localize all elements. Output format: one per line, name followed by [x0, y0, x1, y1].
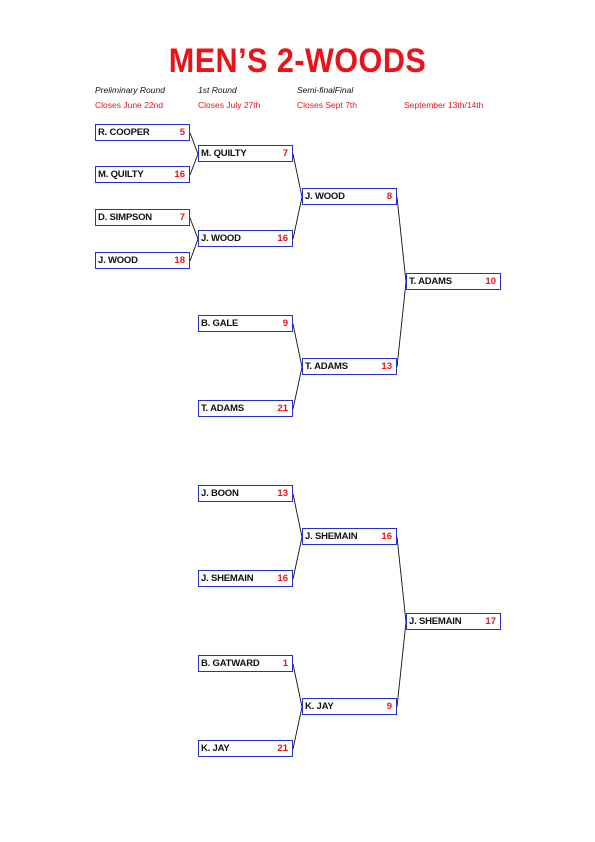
- player-name: J. SHEMAIN: [305, 531, 358, 542]
- player-name: J. WOOD: [98, 255, 138, 266]
- player-name: J. SHEMAIN: [409, 616, 462, 627]
- player-name: B. GALE: [201, 318, 239, 329]
- match-entry-first-round: J. BOON 13: [198, 485, 293, 502]
- round-name-preliminary: Preliminary Round: [95, 85, 165, 95]
- match-entry-final: T. ADAMS 10: [406, 273, 501, 290]
- match-entry-first-round: B. GALE 9: [198, 315, 293, 332]
- connector-line: [292, 663, 303, 750]
- player-score: 8: [386, 191, 392, 202]
- connector-line: [396, 536, 407, 708]
- player-score: 5: [179, 127, 185, 138]
- match-entry-preliminary: R. COOPER 5: [95, 124, 190, 141]
- player-score: 18: [174, 255, 185, 266]
- player-name: T. ADAMS: [305, 361, 348, 372]
- match-entry-first-round: T. ADAMS 21: [198, 400, 293, 417]
- player-name: B. GATWARD: [201, 658, 260, 669]
- player-name: T. ADAMS: [409, 276, 452, 287]
- connector-line: [292, 323, 303, 410]
- match-entry-final: J. SHEMAIN 17: [406, 613, 501, 630]
- player-score: 17: [485, 616, 496, 627]
- player-name: M. QUILTY: [201, 148, 247, 159]
- player-score: 21: [277, 403, 288, 414]
- connector-line: [189, 217, 199, 262]
- match-entry-first-round: J. SHEMAIN 16: [198, 570, 293, 587]
- match-entry-first-round: K. JAY 21: [198, 740, 293, 757]
- match-entry-semi-final: K. JAY 9: [302, 698, 397, 715]
- player-name: J. SHEMAIN: [201, 573, 254, 584]
- player-score: 16: [174, 169, 185, 180]
- round-name-first: 1st Round: [198, 85, 237, 95]
- player-name: K. JAY: [305, 701, 334, 712]
- player-name: R. COOPER: [98, 127, 150, 138]
- round-close-first: Closes July 27th: [198, 100, 261, 110]
- player-score: 7: [179, 212, 185, 223]
- match-entry-preliminary: M. QUILTY 16: [95, 166, 190, 183]
- match-entry-semi-final: J. SHEMAIN 16: [302, 528, 397, 545]
- match-entry-first-round: J. WOOD 16: [198, 230, 293, 247]
- round-close-final: September 13th/14th: [404, 100, 484, 110]
- player-name: J. WOOD: [201, 233, 241, 244]
- connector-line: [396, 196, 407, 368]
- connector-line: [292, 153, 303, 240]
- player-score: 9: [282, 318, 288, 329]
- player-score: 16: [277, 573, 288, 584]
- player-score: 13: [277, 488, 288, 499]
- player-score: 7: [282, 148, 288, 159]
- player-name: J. WOOD: [305, 191, 345, 202]
- match-entry-first-round: M. QUILTY 7: [198, 145, 293, 162]
- player-score: 10: [485, 276, 496, 287]
- player-score: 21: [277, 743, 288, 754]
- player-name: J. BOON: [201, 488, 239, 499]
- player-name: T. ADAMS: [201, 403, 244, 414]
- player-score: 16: [381, 531, 392, 542]
- connector-line: [292, 493, 303, 580]
- player-name: M. QUILTY: [98, 169, 144, 180]
- match-entry-semi-final: J. WOOD 8: [302, 188, 397, 205]
- round-close-preliminary: Closes June 22nd: [95, 100, 164, 110]
- connector-line: [189, 132, 199, 176]
- match-entry-preliminary: J. WOOD 18: [95, 252, 190, 269]
- player-score: 9: [386, 701, 392, 712]
- player-score: 13: [381, 361, 392, 372]
- page-title: MEN’S 2-WOODS: [168, 42, 427, 80]
- player-score: 16: [277, 233, 288, 244]
- player-score: 1: [282, 658, 288, 669]
- round-close-semi: Closes Sept 7th: [297, 100, 358, 110]
- match-entry-preliminary: D. SIMPSON 7: [95, 209, 190, 226]
- match-entry-first-round: B. GATWARD 1: [198, 655, 293, 672]
- player-name: K. JAY: [201, 743, 230, 754]
- player-name: D. SIMPSON: [98, 212, 152, 223]
- round-name-semi: Semi-finalFinal: [297, 85, 354, 95]
- match-entry-semi-final: T. ADAMS 13: [302, 358, 397, 375]
